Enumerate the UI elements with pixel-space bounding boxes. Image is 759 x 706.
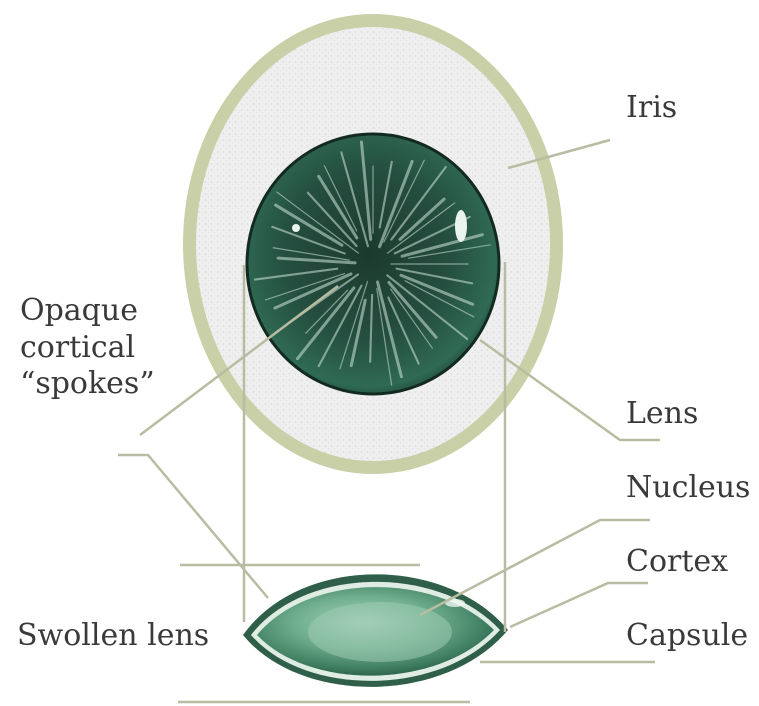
label-nucleus: Nucleus xyxy=(626,471,750,504)
light-reflection xyxy=(455,210,467,242)
label-cortex: Cortex xyxy=(626,545,728,578)
label-opaque-cortical-spokes: Opaque cortical “spokes” xyxy=(20,293,155,403)
nucleus xyxy=(308,602,452,662)
label-iris: Iris xyxy=(626,91,677,124)
label-lens: Lens xyxy=(626,397,698,430)
lens-front-view xyxy=(247,134,499,394)
light-reflection-small xyxy=(292,224,300,232)
label-capsule: Capsule xyxy=(626,619,748,652)
label-swollen-lens: Swollen lens xyxy=(17,619,209,652)
swollen-lens-side-view xyxy=(243,574,508,687)
